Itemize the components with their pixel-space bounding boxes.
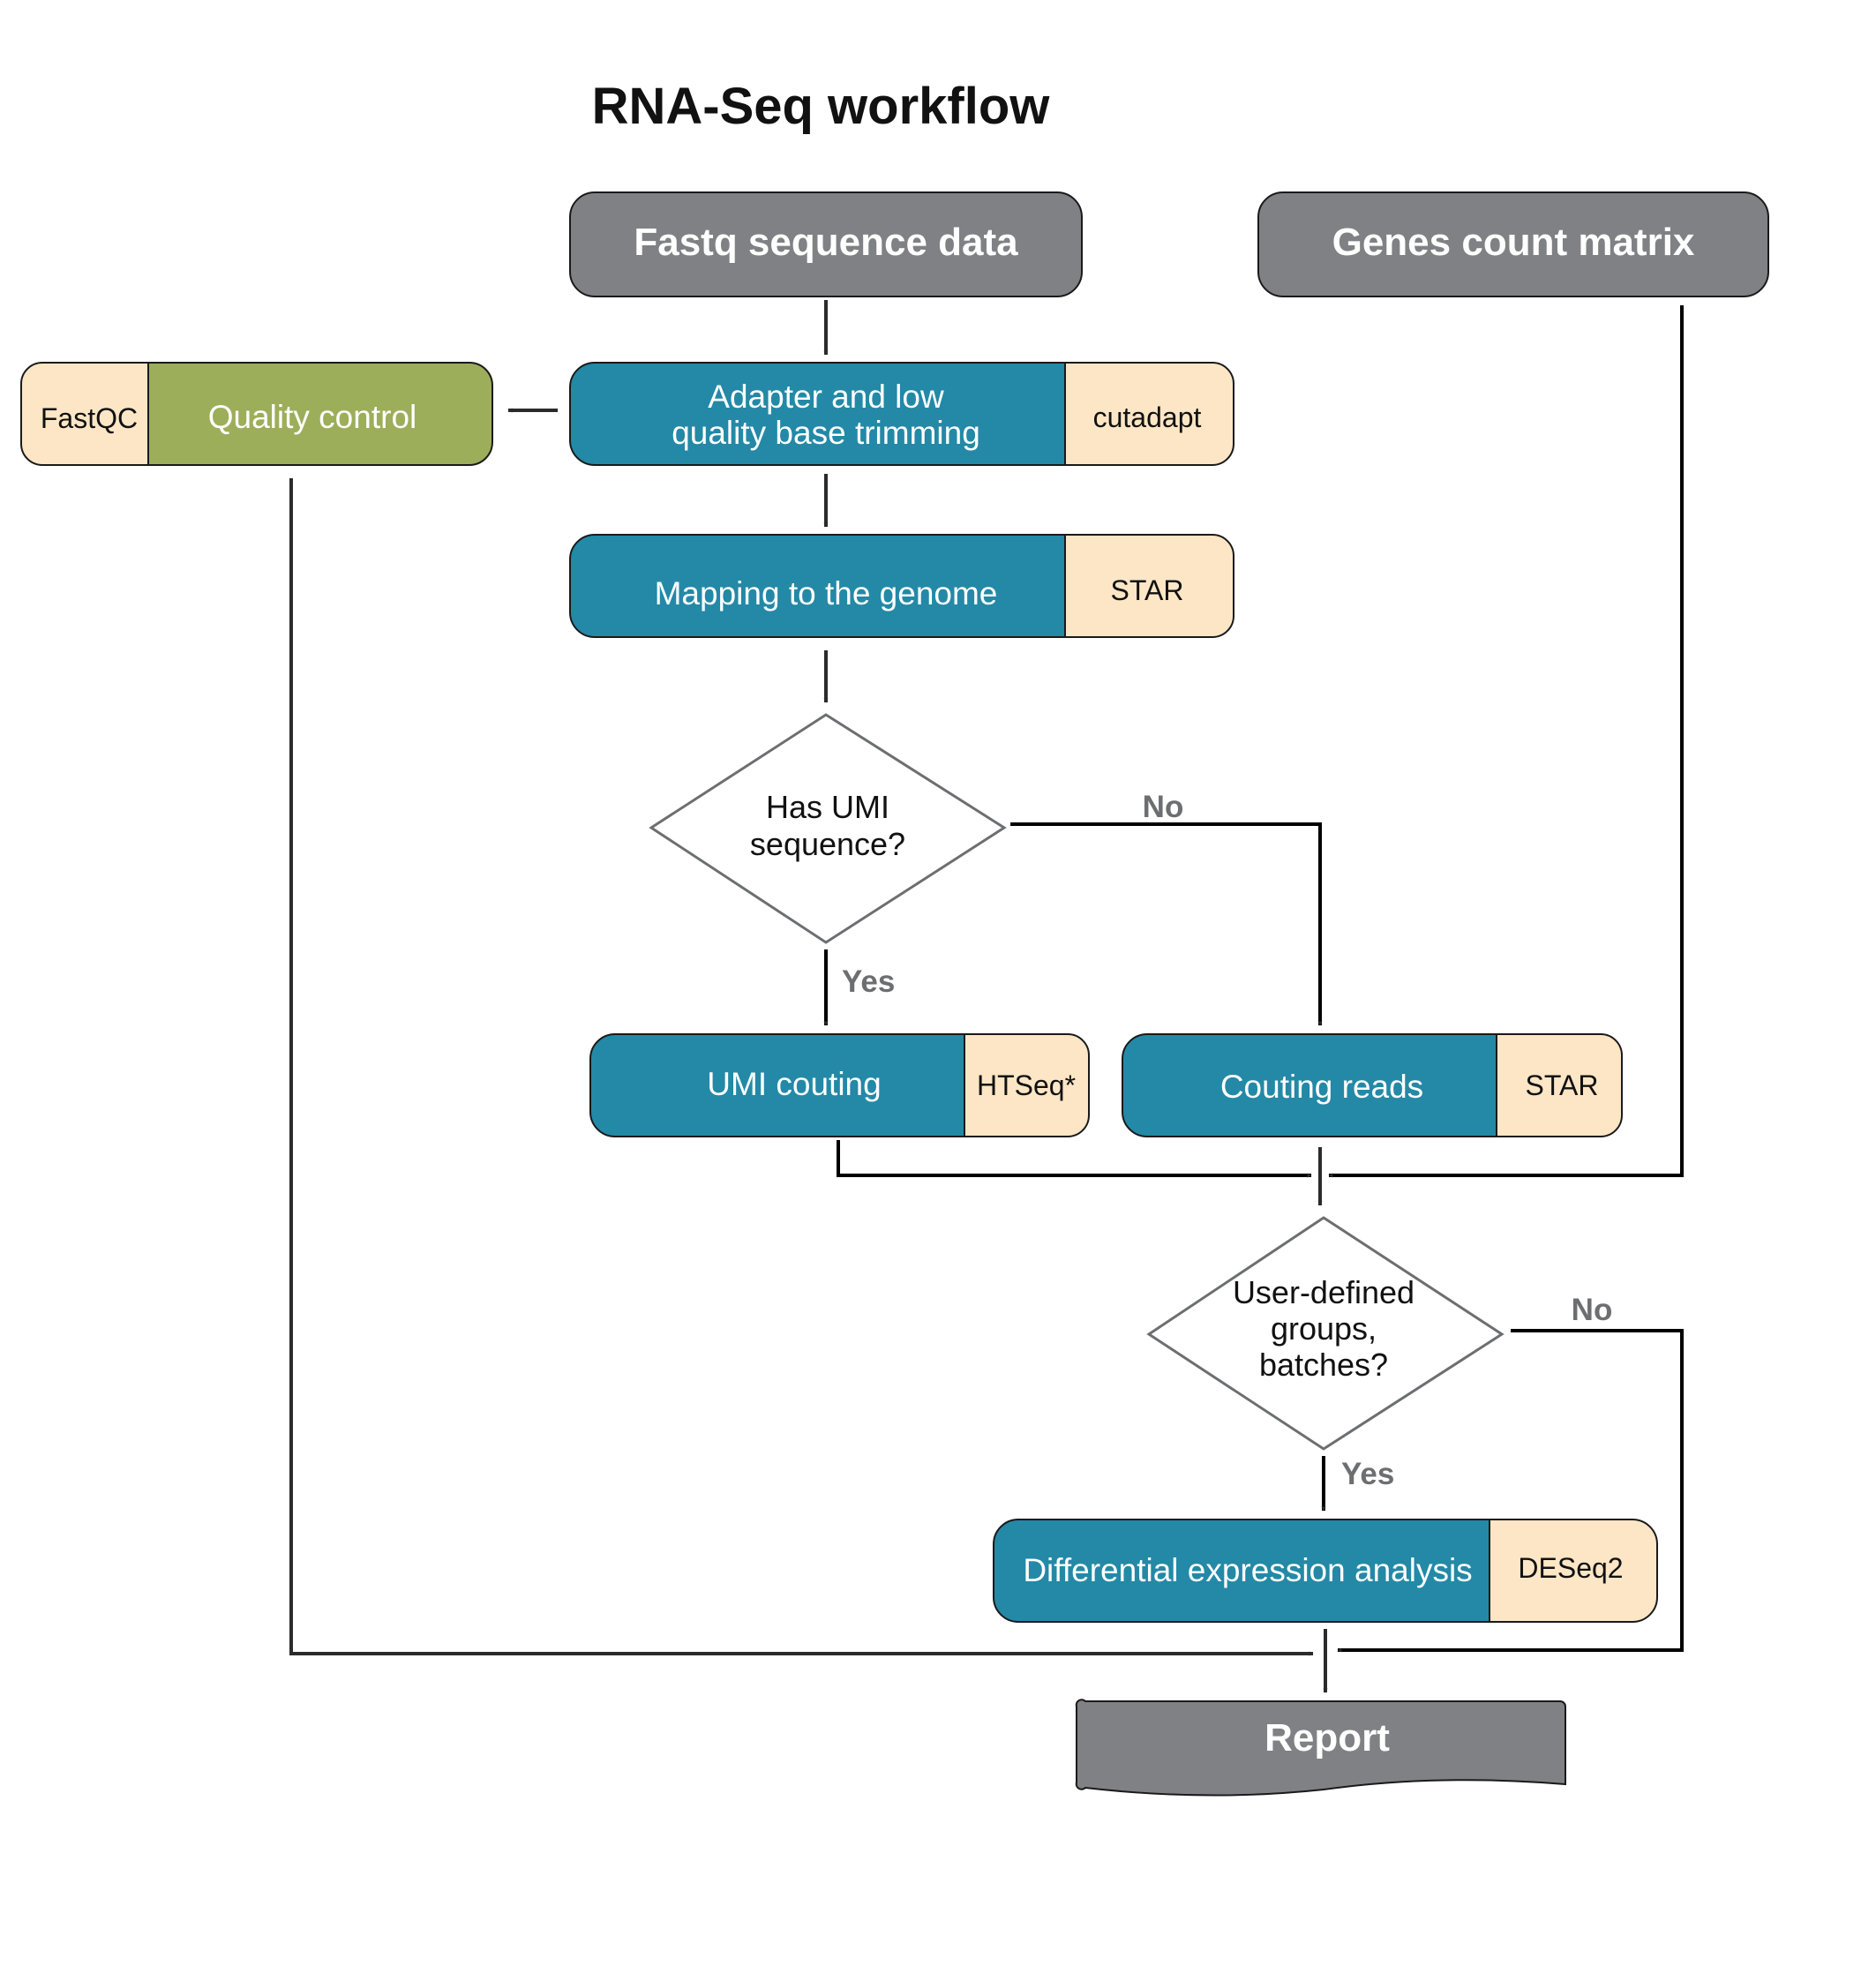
umi-decision-line1: Has UMI: [766, 789, 889, 825]
trimming-label-line1: Adapter and low: [708, 379, 944, 415]
star-mapping-tool-label: STAR: [1111, 574, 1184, 606]
arrow-groups-no: [1337, 1329, 1684, 1653]
fastq-input-label: Fastq sequence data: [634, 221, 1018, 264]
qc-step: FastQC Quality control: [20, 362, 493, 466]
fastq-input-node: Fastq sequence data: [569, 191, 1083, 297]
trimming-label-line2: quality base trimming: [672, 415, 980, 451]
htseq-tool-label: HTSeq*: [977, 1069, 1076, 1101]
groups-decision: User-defined groups, batches?: [1146, 1216, 1505, 1451]
groups-decision-line1: User-defined: [1233, 1274, 1415, 1310]
groups-decision-line3: batches?: [1259, 1347, 1388, 1383]
groups-no-label: No: [1572, 1293, 1613, 1327]
fastqc-tool-label: FastQC: [41, 402, 138, 434]
qc-label: Quality control: [208, 399, 417, 435]
groups-yes-label: Yes: [1341, 1457, 1394, 1491]
trimming-step: Adapter and low quality base trimming cu…: [569, 362, 1234, 466]
star-counting-tool-label: STAR: [1526, 1069, 1599, 1101]
umi-decision-line2: sequence?: [750, 826, 905, 862]
mapping-label: Mapping to the genome: [655, 575, 998, 612]
arrow-counts-matrix-merge: [1328, 305, 1684, 1178]
counting-reads-step: Couting reads STAR: [1122, 1033, 1623, 1137]
umi-counting-step: UMI couting HTSeq*: [589, 1033, 1090, 1137]
counting-reads-label: Couting reads: [1220, 1069, 1423, 1105]
umi-yes-label: Yes: [842, 964, 895, 999]
de-analysis-step: Differential expression analysis DESeq2: [993, 1519, 1658, 1623]
counts-input-label: Genes count matrix: [1332, 221, 1695, 264]
umi-counting-label: UMI couting: [707, 1066, 881, 1102]
arrow-umi-counting-merge: [837, 1140, 1312, 1178]
mapping-step: Mapping to the genome STAR: [569, 534, 1234, 638]
cutadapt-tool-label: cutadapt: [1093, 401, 1202, 433]
report-output-node: Report: [1075, 1699, 1566, 1797]
counts-input-node: Genes count matrix: [1257, 191, 1769, 297]
de-analysis-label: Differential expression analysis: [1023, 1552, 1472, 1588]
arrow-umi-no: [1010, 822, 1323, 1026]
deseq2-tool-label: DESeq2: [1518, 1552, 1623, 1584]
groups-decision-line2: groups,: [1271, 1310, 1377, 1347]
diagram-title: RNA-Seq workflow: [592, 78, 1051, 135]
report-label: Report: [1264, 1716, 1390, 1760]
umi-no-label: No: [1143, 790, 1184, 824]
umi-decision: Has UMI sequence?: [649, 713, 1007, 944]
arrow-qc-to-report: [289, 478, 1314, 1656]
